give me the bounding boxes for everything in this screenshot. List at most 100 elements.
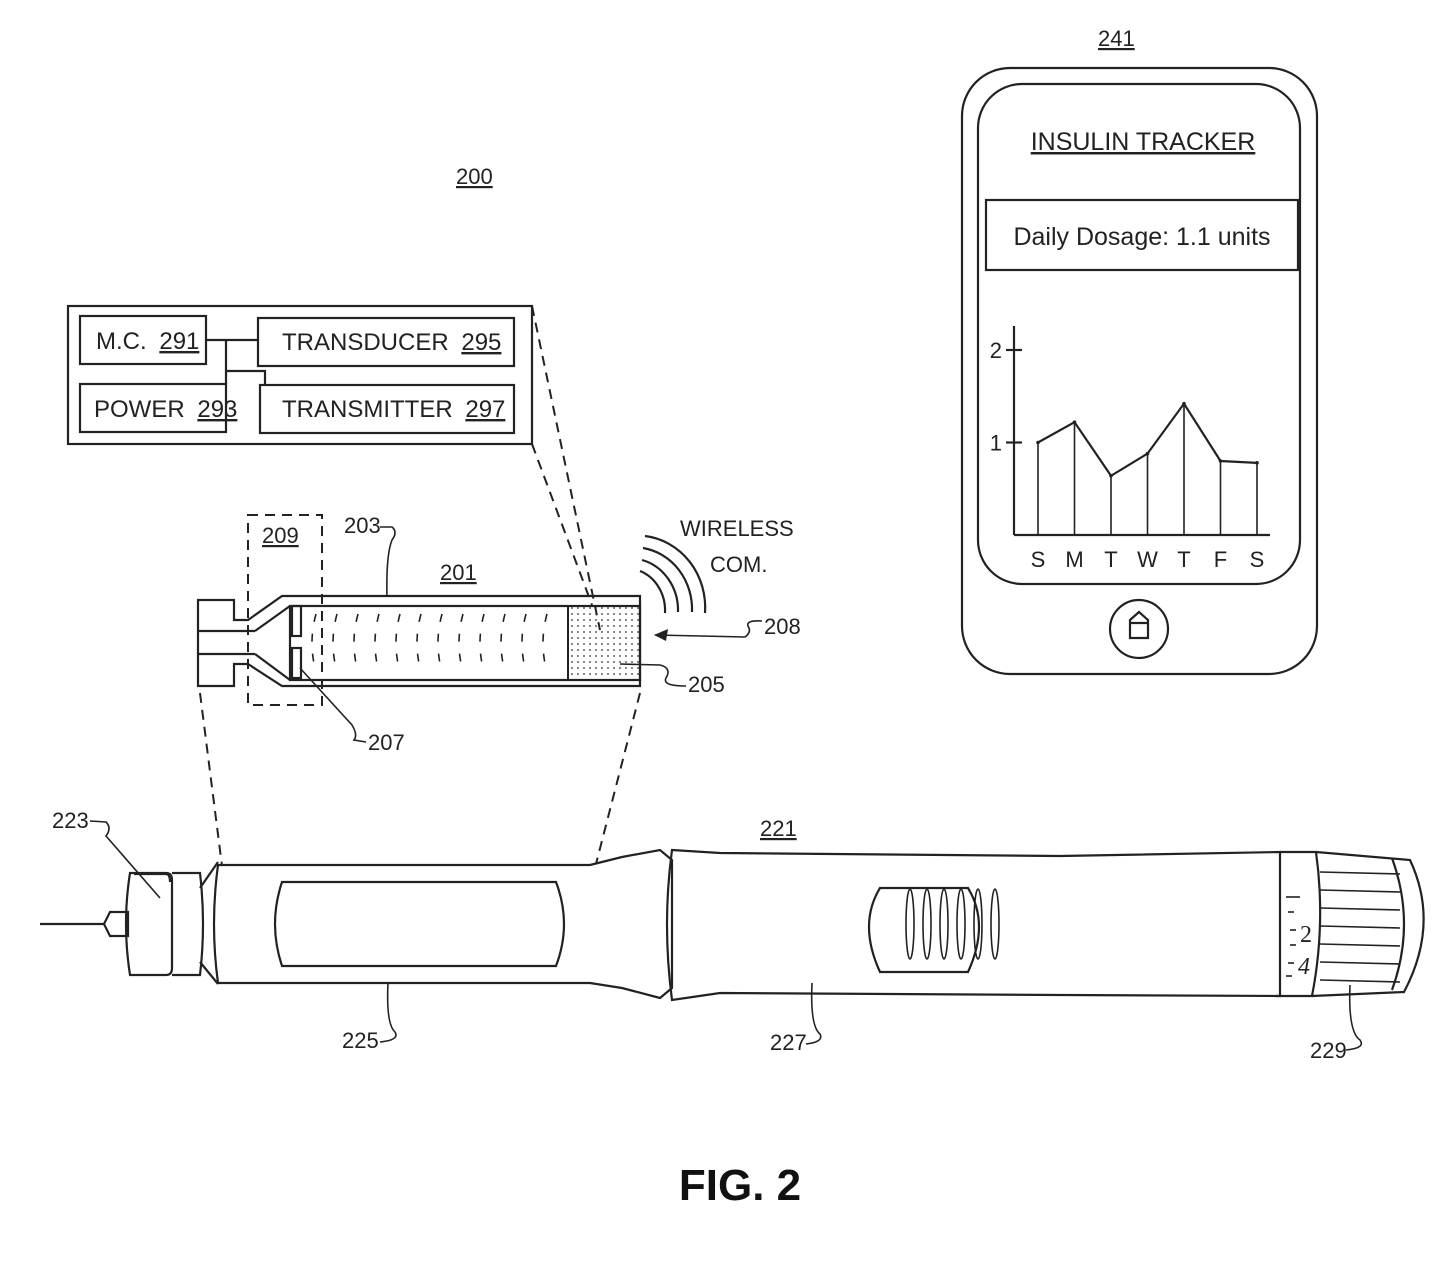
box-transducer-label: TRANSDUCER xyxy=(282,329,449,356)
label-208: 208 xyxy=(764,614,801,639)
acoustic-waves xyxy=(311,613,548,673)
plunger-bottom xyxy=(290,646,303,680)
projection-line xyxy=(595,692,641,865)
label-227: 227 xyxy=(770,1030,807,1055)
knob-rib xyxy=(1319,871,1401,875)
knob-cap-edge xyxy=(1390,857,1406,991)
knob-ribs xyxy=(1319,871,1401,983)
svg-text:M.C. 291: M.C. 291 xyxy=(96,328,199,355)
wireless-signal-icon xyxy=(639,534,707,614)
box-transducer xyxy=(256,316,516,368)
x-tick-label: F xyxy=(1214,547,1227,572)
svg-text:TRANSMITTER 297: TRANSMITTER 297 xyxy=(282,396,505,423)
cap-taper xyxy=(199,861,219,985)
app-title: INSULIN TRACKER xyxy=(1031,128,1256,156)
box-transmitter-ref: 297 xyxy=(465,396,505,423)
figure-caption: FIG. 2 xyxy=(679,1161,801,1210)
x-tick-label: T xyxy=(1177,547,1190,572)
label-225: 225 xyxy=(342,1028,379,1053)
arrow-head-208 xyxy=(654,629,668,641)
wireless-label-line2: COM. xyxy=(710,552,767,577)
figure-ref-200: 200 xyxy=(456,164,493,189)
cap-ring xyxy=(172,871,205,977)
label-209: 209 xyxy=(262,523,299,548)
home-button-circle[interactable] xyxy=(1108,598,1170,660)
cap-edge xyxy=(134,872,172,883)
dose-dial-ring xyxy=(1276,850,1322,998)
knob-rib xyxy=(1319,961,1401,965)
dosage-box xyxy=(984,198,1300,272)
svg-text:POWER 293: POWER 293 xyxy=(94,396,237,423)
box-transmitter xyxy=(258,383,516,435)
label-205: 205 xyxy=(688,672,725,697)
dose-knob-229 xyxy=(1311,850,1425,998)
leader-208 xyxy=(654,620,763,638)
dial-number-4: 4 xyxy=(1298,954,1310,980)
sensor-205 xyxy=(567,605,641,681)
wave-arc xyxy=(374,613,380,673)
projection-line xyxy=(531,443,593,606)
leader-203 xyxy=(380,526,396,597)
plunger-top xyxy=(290,604,303,638)
wave-arc xyxy=(332,613,338,673)
grip-oval xyxy=(922,888,932,960)
wave-arc xyxy=(542,613,548,673)
dosage-text: Daily Dosage: 1.1 units xyxy=(1013,223,1270,251)
grip-oval xyxy=(956,888,966,960)
leader-223 xyxy=(89,820,161,899)
y-tick-label: 2 xyxy=(990,338,1002,363)
electronics-module: M.C. 291 TRANSDUCER 295 POWER 293 TRANSM… xyxy=(66,304,534,446)
pen-body-227 xyxy=(665,848,1282,1002)
knob-rib xyxy=(1319,979,1401,983)
wave-arc xyxy=(500,613,506,673)
leader-225 xyxy=(379,982,397,1043)
label-207: 207 xyxy=(368,730,405,755)
knob-rib xyxy=(1319,907,1401,911)
knob-rib xyxy=(1319,889,1401,893)
box-transducer-ref: 295 xyxy=(461,329,501,356)
home-icon xyxy=(1128,610,1150,640)
leader-205 xyxy=(619,663,687,687)
phone-screen xyxy=(976,82,1302,586)
box-power xyxy=(78,382,228,434)
x-tick-label: S xyxy=(1031,547,1046,572)
label-223: 223 xyxy=(52,808,89,833)
leader-229 xyxy=(1345,984,1363,1051)
wave-arc xyxy=(479,613,485,673)
dial-number-2: 2 xyxy=(1300,922,1312,948)
svg-text:TRANSDUCER 295: TRANSDUCER 295 xyxy=(282,329,501,356)
x-tick-label: W xyxy=(1137,547,1158,572)
neck-taper xyxy=(254,605,291,681)
cartridge: 209 201 203 207 205 208 xyxy=(196,513,801,755)
needle-cap-223 xyxy=(124,871,174,977)
wave-arc xyxy=(458,613,464,673)
box-mc-ref: 291 xyxy=(159,328,199,355)
grip-oval xyxy=(905,888,915,960)
cartridge-window xyxy=(273,880,566,968)
wave-arc xyxy=(353,613,359,673)
box-power-label: POWER xyxy=(94,396,185,423)
grip-oval xyxy=(990,888,1000,960)
x-tick-label: M xyxy=(1065,547,1083,572)
label-201: 201 xyxy=(440,560,477,585)
leader-227 xyxy=(805,982,822,1045)
wave-arc xyxy=(437,613,443,673)
grip-oval xyxy=(939,888,949,960)
module-outline xyxy=(66,304,534,446)
x-tick-label: S xyxy=(1250,547,1265,572)
box-transmitter-label: TRANSMITTER xyxy=(282,396,453,423)
dial-tick-marks xyxy=(1286,896,1300,977)
septum-region-box xyxy=(247,514,323,706)
label-203: 203 xyxy=(344,513,381,538)
cartridge-outline xyxy=(196,594,642,688)
grip-oval xyxy=(973,888,983,960)
wave-arc xyxy=(521,613,527,673)
knob-rib xyxy=(1319,925,1401,929)
label-221: 221 xyxy=(760,816,797,841)
home-button[interactable] xyxy=(1108,598,1170,660)
label-229: 229 xyxy=(1310,1038,1347,1063)
projection-line xyxy=(531,305,601,631)
x-tick-label: T xyxy=(1104,547,1117,572)
